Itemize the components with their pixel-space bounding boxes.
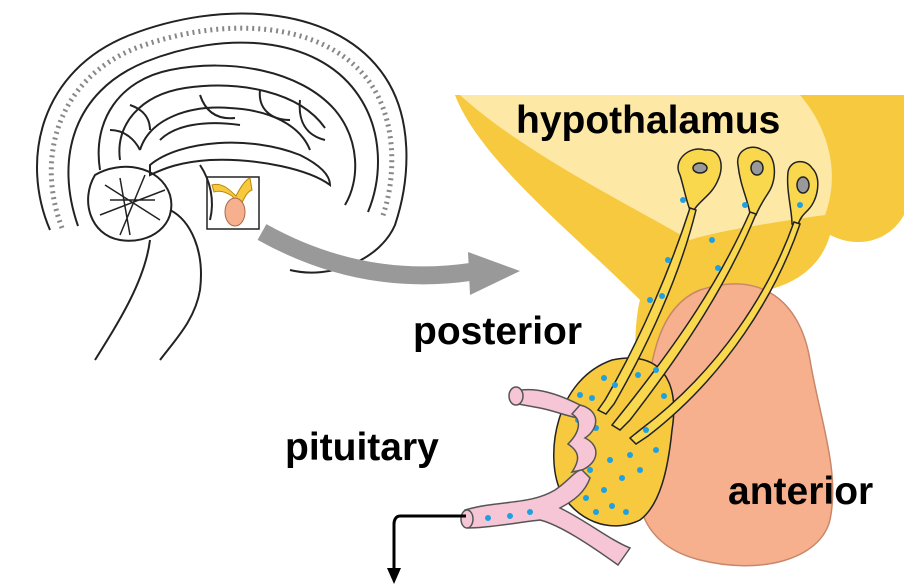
outflow-arrow	[387, 516, 466, 584]
brainstem	[95, 210, 201, 360]
small-pituitary	[212, 178, 252, 226]
label-anterior: anterior	[728, 472, 873, 511]
label-posterior: posterior	[413, 312, 582, 351]
label-hypothalamus: hypothalamus	[516, 101, 780, 140]
zoom-arrow	[262, 232, 520, 295]
corpus-callosum	[150, 143, 330, 185]
label-pituitary: pituitary	[285, 428, 439, 467]
